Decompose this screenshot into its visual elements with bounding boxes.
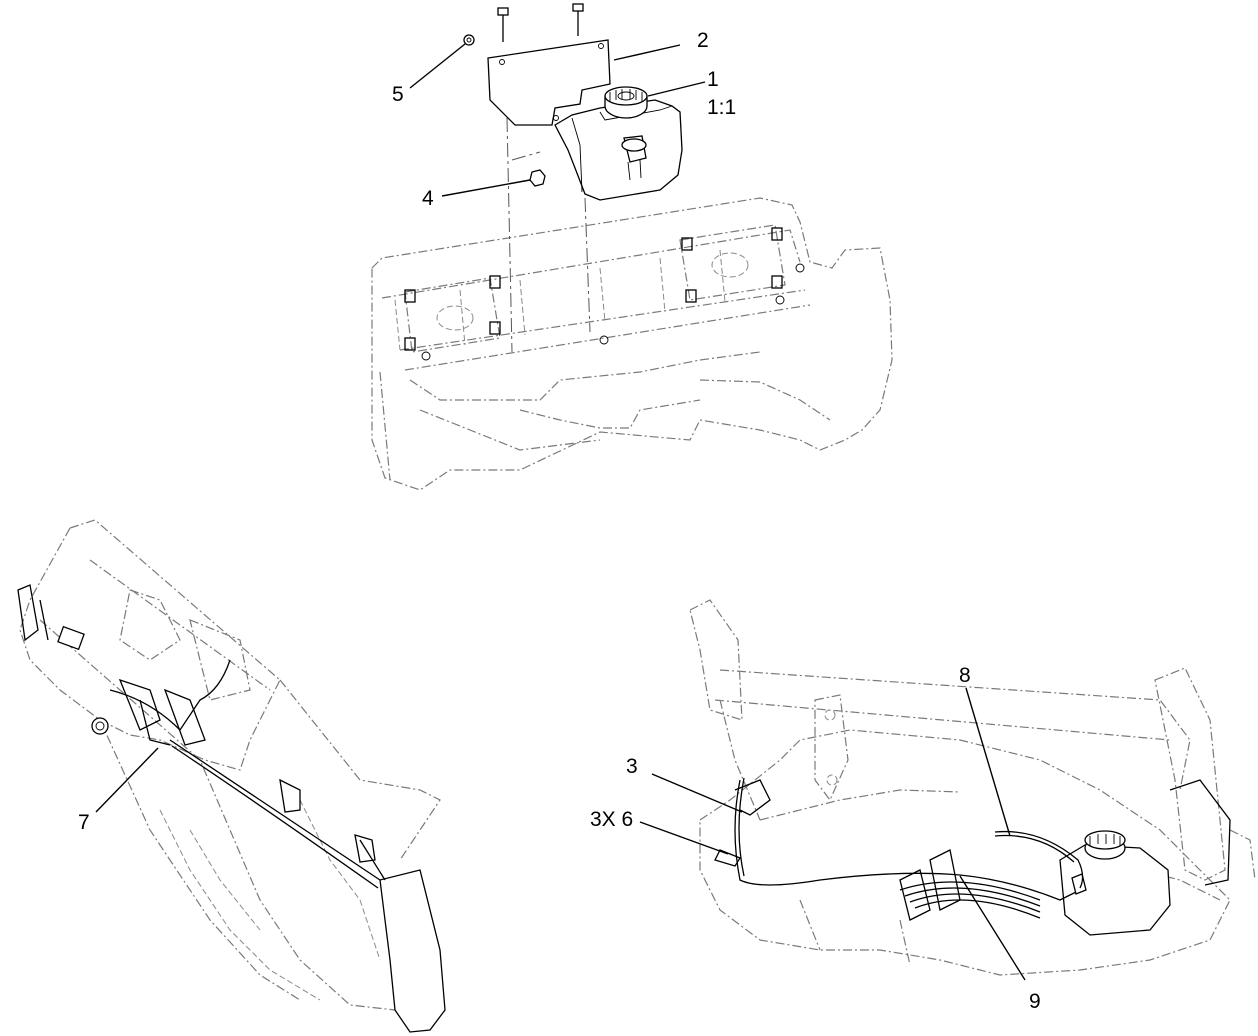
callout-1-scale: 1:1 [707, 96, 736, 119]
alignment-line [584, 197, 591, 333]
washer-hose [994, 830, 1084, 889]
top-assembly-view [371, 3, 893, 491]
washer-reservoir [554, 86, 683, 201]
leader-line-4 [441, 179, 531, 197]
front-frame-phantom [371, 197, 893, 491]
nut [529, 169, 546, 187]
bottom-left-assembly-view [17, 519, 446, 1033]
leader-line-7 [95, 747, 159, 813]
alignment-line [511, 151, 541, 161]
leader-line-6 [639, 821, 729, 855]
leader-line-2 [613, 44, 681, 61]
mounting-bracket [487, 39, 611, 126]
wiring-harness [734, 779, 1077, 901]
callout-5: 5 [392, 83, 404, 106]
bottom-right-assembly-view [639, 599, 1256, 981]
callout-4: 4 [422, 187, 434, 210]
leader-line-8 [965, 687, 1011, 837]
washer [463, 34, 475, 46]
leader-line-1 [647, 81, 706, 97]
alignment-line [506, 117, 513, 353]
callout-7: 7 [78, 811, 90, 834]
callout-3: 3 [626, 755, 638, 778]
leader-line-9 [959, 875, 1026, 981]
leader-line-5 [409, 43, 466, 89]
callout-6: 3X 6 [590, 808, 633, 831]
callout-2: 2 [697, 29, 709, 52]
installed-reservoir [1059, 830, 1171, 936]
leader-line-3 [651, 773, 743, 813]
callout-9: 9 [1029, 990, 1041, 1013]
bolt [572, 3, 584, 36]
callout-8: 8 [959, 664, 971, 687]
bolt [497, 7, 509, 42]
callout-1: 1 [707, 68, 719, 91]
